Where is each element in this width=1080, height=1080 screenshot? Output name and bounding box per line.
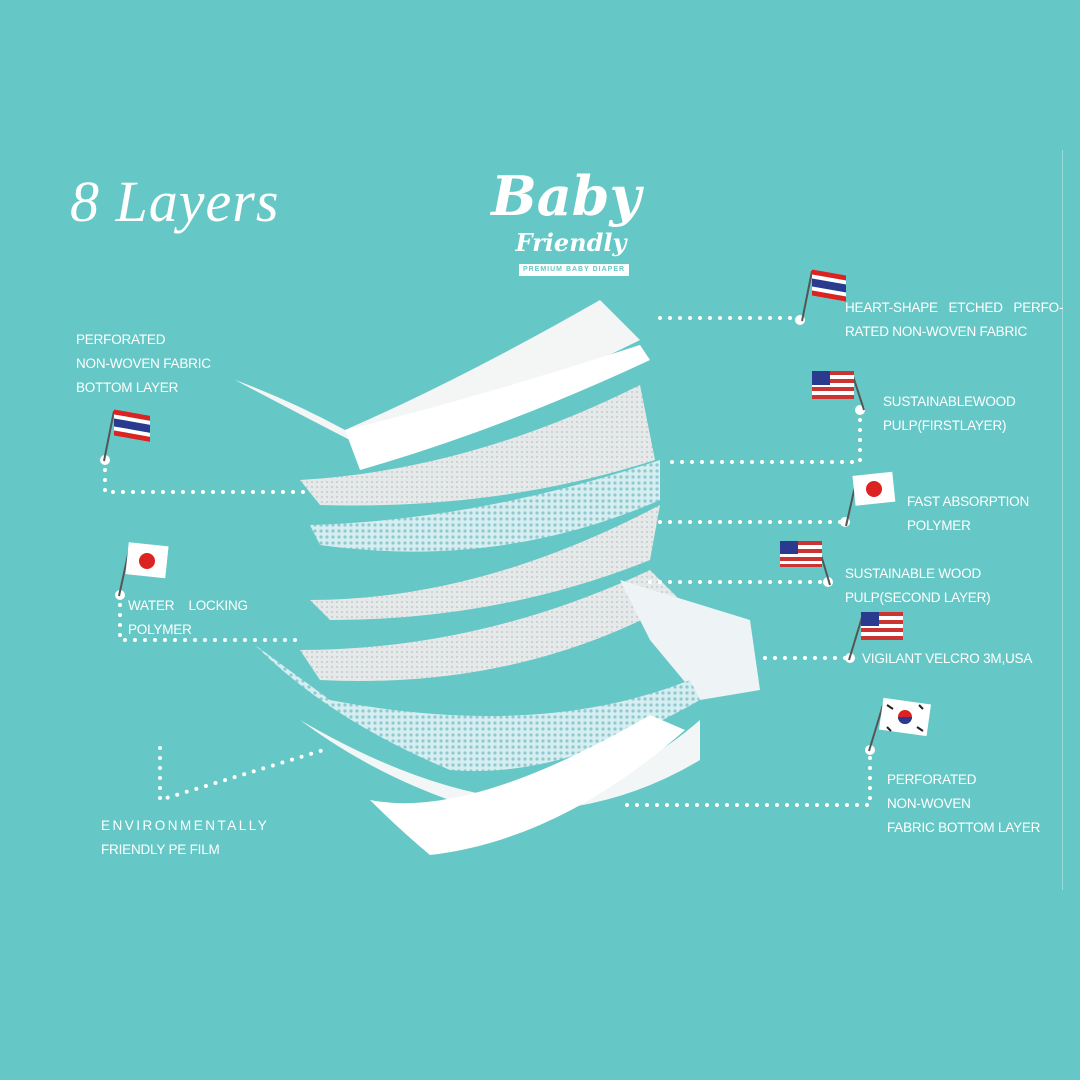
label-line: PERFORATED (76, 332, 166, 347)
layer-pulp-1 (300, 385, 655, 506)
layer-stack (235, 300, 760, 855)
label-wood-pulp-second: SUSTAINABLE WOOD PULP(SECOND LAYER) (845, 562, 991, 610)
label-perforated-bottom-left: PERFORATED NON-WOVEN FABRIC BOTTOM LAYER (76, 328, 211, 400)
label-wood-pulp-first: SUSTAINABLEWOOD PULP(FIRSTLAYER) (883, 390, 1016, 438)
label-perforated-bottom-right: PERFORATED NON-WOVEN FABRIC BOTTOM LAYER (887, 768, 1040, 840)
layer-pulp-2 (310, 505, 660, 620)
label-line: NON-WOVEN FABRIC (76, 356, 211, 371)
label-line: PERFORATED (887, 772, 977, 787)
label-line: FABRIC BOTTOM LAYER (887, 820, 1041, 835)
layer-absorption-polymer (310, 460, 660, 552)
label-line: PULP(SECOND LAYER) (845, 590, 991, 605)
page-title: 8 Layers (70, 169, 280, 234)
layer-bottom-sheet (370, 715, 685, 855)
divider (1062, 150, 1063, 890)
label-line: NON-WOVEN (887, 796, 971, 811)
label-pe-film: ENVIRONMENTALLY FRIENDLY PE FILM (101, 814, 269, 862)
label-line: FRIENDLY PE FILM (101, 842, 220, 857)
label-line: ENVIRONMENTALLY (101, 818, 270, 833)
label-heart-shape-fabric: HEART-SHAPE ETCHED PERFO- RATED NON-WOVE… (845, 296, 1063, 344)
japan-flag-icon (118, 542, 169, 597)
label-line: PULP(FIRSTLAYER) (883, 418, 1007, 433)
label-line: FAST ABSORPTION (907, 494, 1030, 509)
label-water-locking-polymer: WATER LOCKING POLYMER (128, 594, 248, 642)
label-line: POLYMER (128, 622, 192, 637)
layer-water-lock (300, 570, 680, 681)
logo-line2: Friendly (515, 228, 627, 257)
label-line: WATER LOCKING (128, 598, 248, 613)
layer-pe-film (255, 645, 700, 772)
label-line: SUSTAINABLE WOOD (845, 566, 982, 581)
layer-velcro-side (620, 580, 760, 700)
label-line: BOTTOM LAYER (76, 380, 179, 395)
thailand-flag-icon (801, 269, 846, 322)
usa-flag-icon (780, 541, 831, 586)
usa-flag-icon (812, 371, 865, 411)
label-line: RATED NON-WOVEN FABRIC (845, 324, 1028, 339)
korea-flag-icon (868, 697, 931, 752)
logo-line1: Baby (491, 164, 641, 228)
thailand-flag-icon (103, 409, 150, 462)
layer-top-sheet (235, 300, 640, 440)
leader-lines (103, 316, 872, 807)
label-line: VIGILANT VELCRO 3M,USA (862, 651, 1033, 666)
logo-tagline: PREMIUM BABY DIAPER (518, 264, 630, 276)
label-velcro: VIGILANT VELCRO 3M,USA (862, 647, 1032, 671)
brand-logo: Baby Friendly PREMIUM BABY DIAPER (476, 164, 656, 276)
label-line: POLYMER (907, 518, 971, 533)
label-fast-absorption: FAST ABSORPTION POLYMER (907, 490, 1029, 538)
label-line: HEART-SHAPE ETCHED PERFO- (845, 300, 1064, 315)
japan-flag-icon (845, 471, 896, 527)
usa-flag-icon (848, 612, 903, 661)
label-line: SUSTAINABLEWOOD (883, 394, 1016, 409)
